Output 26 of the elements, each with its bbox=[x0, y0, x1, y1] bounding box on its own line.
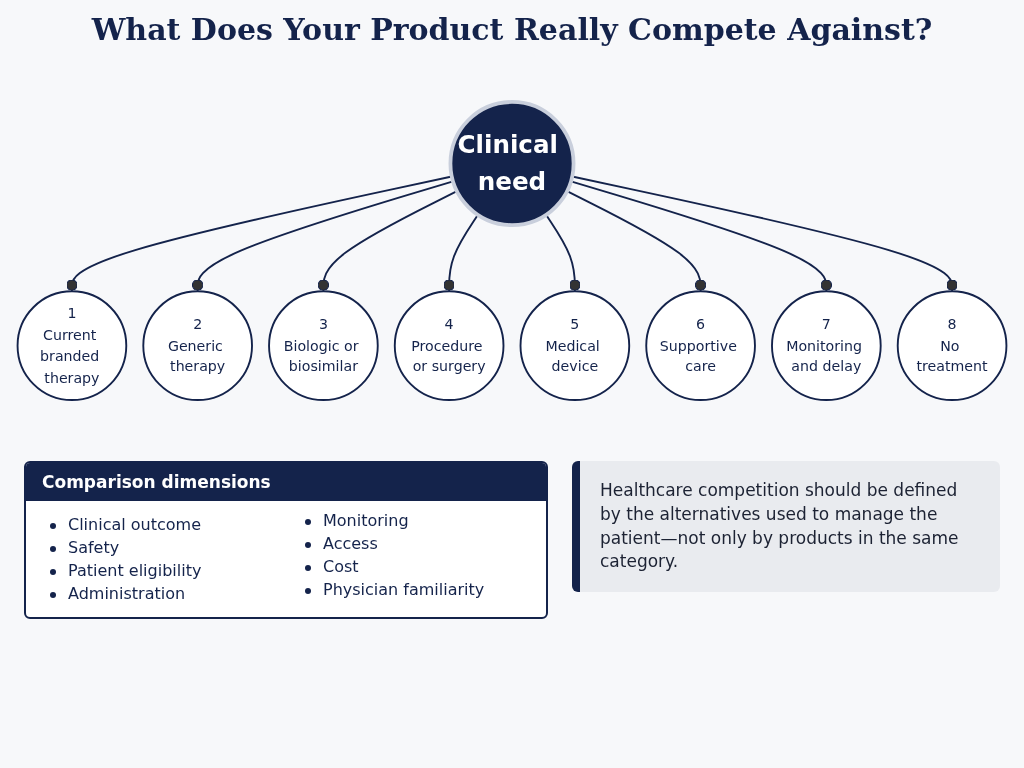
node-circle: 7 Monitoring and delay bbox=[771, 290, 882, 401]
node-circle: Clinical need bbox=[448, 100, 576, 227]
node-circle: 4 Procedure or surgery bbox=[393, 290, 505, 401]
list-item: Safety bbox=[68, 538, 120, 557]
list-item: Physician familiarity bbox=[323, 580, 485, 599]
node-circle: 5 Medical device bbox=[519, 290, 631, 401]
connector bbox=[545, 213, 581, 293]
list-item: Clinical outcome bbox=[68, 515, 201, 534]
node-circle: 6 Supportive care bbox=[645, 290, 756, 401]
list-item: Access bbox=[323, 534, 378, 553]
node-circle: 8 No treatment bbox=[896, 290, 1008, 401]
connector bbox=[566, 190, 707, 293]
list-item: Monitoring bbox=[323, 511, 409, 530]
note-box: Healthcare competition should be defined by the alternatives used to manage the patient—not only by products in the same category. bbox=[572, 461, 1000, 593]
list-item: Cost bbox=[323, 557, 359, 576]
panel-heading: Comparison dimensions bbox=[26, 463, 546, 501]
node-circle: 2 Generic therapy bbox=[142, 290, 253, 401]
title: What Does Your Product Really Compete Against? bbox=[90, 11, 934, 49]
list-item: Administration bbox=[68, 584, 186, 603]
connector bbox=[191, 180, 454, 293]
connector bbox=[571, 175, 958, 293]
comparison-panel bbox=[24, 461, 548, 619]
node-circle: 1 Current branded therapy bbox=[16, 290, 128, 401]
list-item: Patient eligibility bbox=[68, 561, 202, 580]
node-circle: 3 Biologic or biosimilar bbox=[268, 290, 379, 401]
connector bbox=[66, 175, 453, 293]
